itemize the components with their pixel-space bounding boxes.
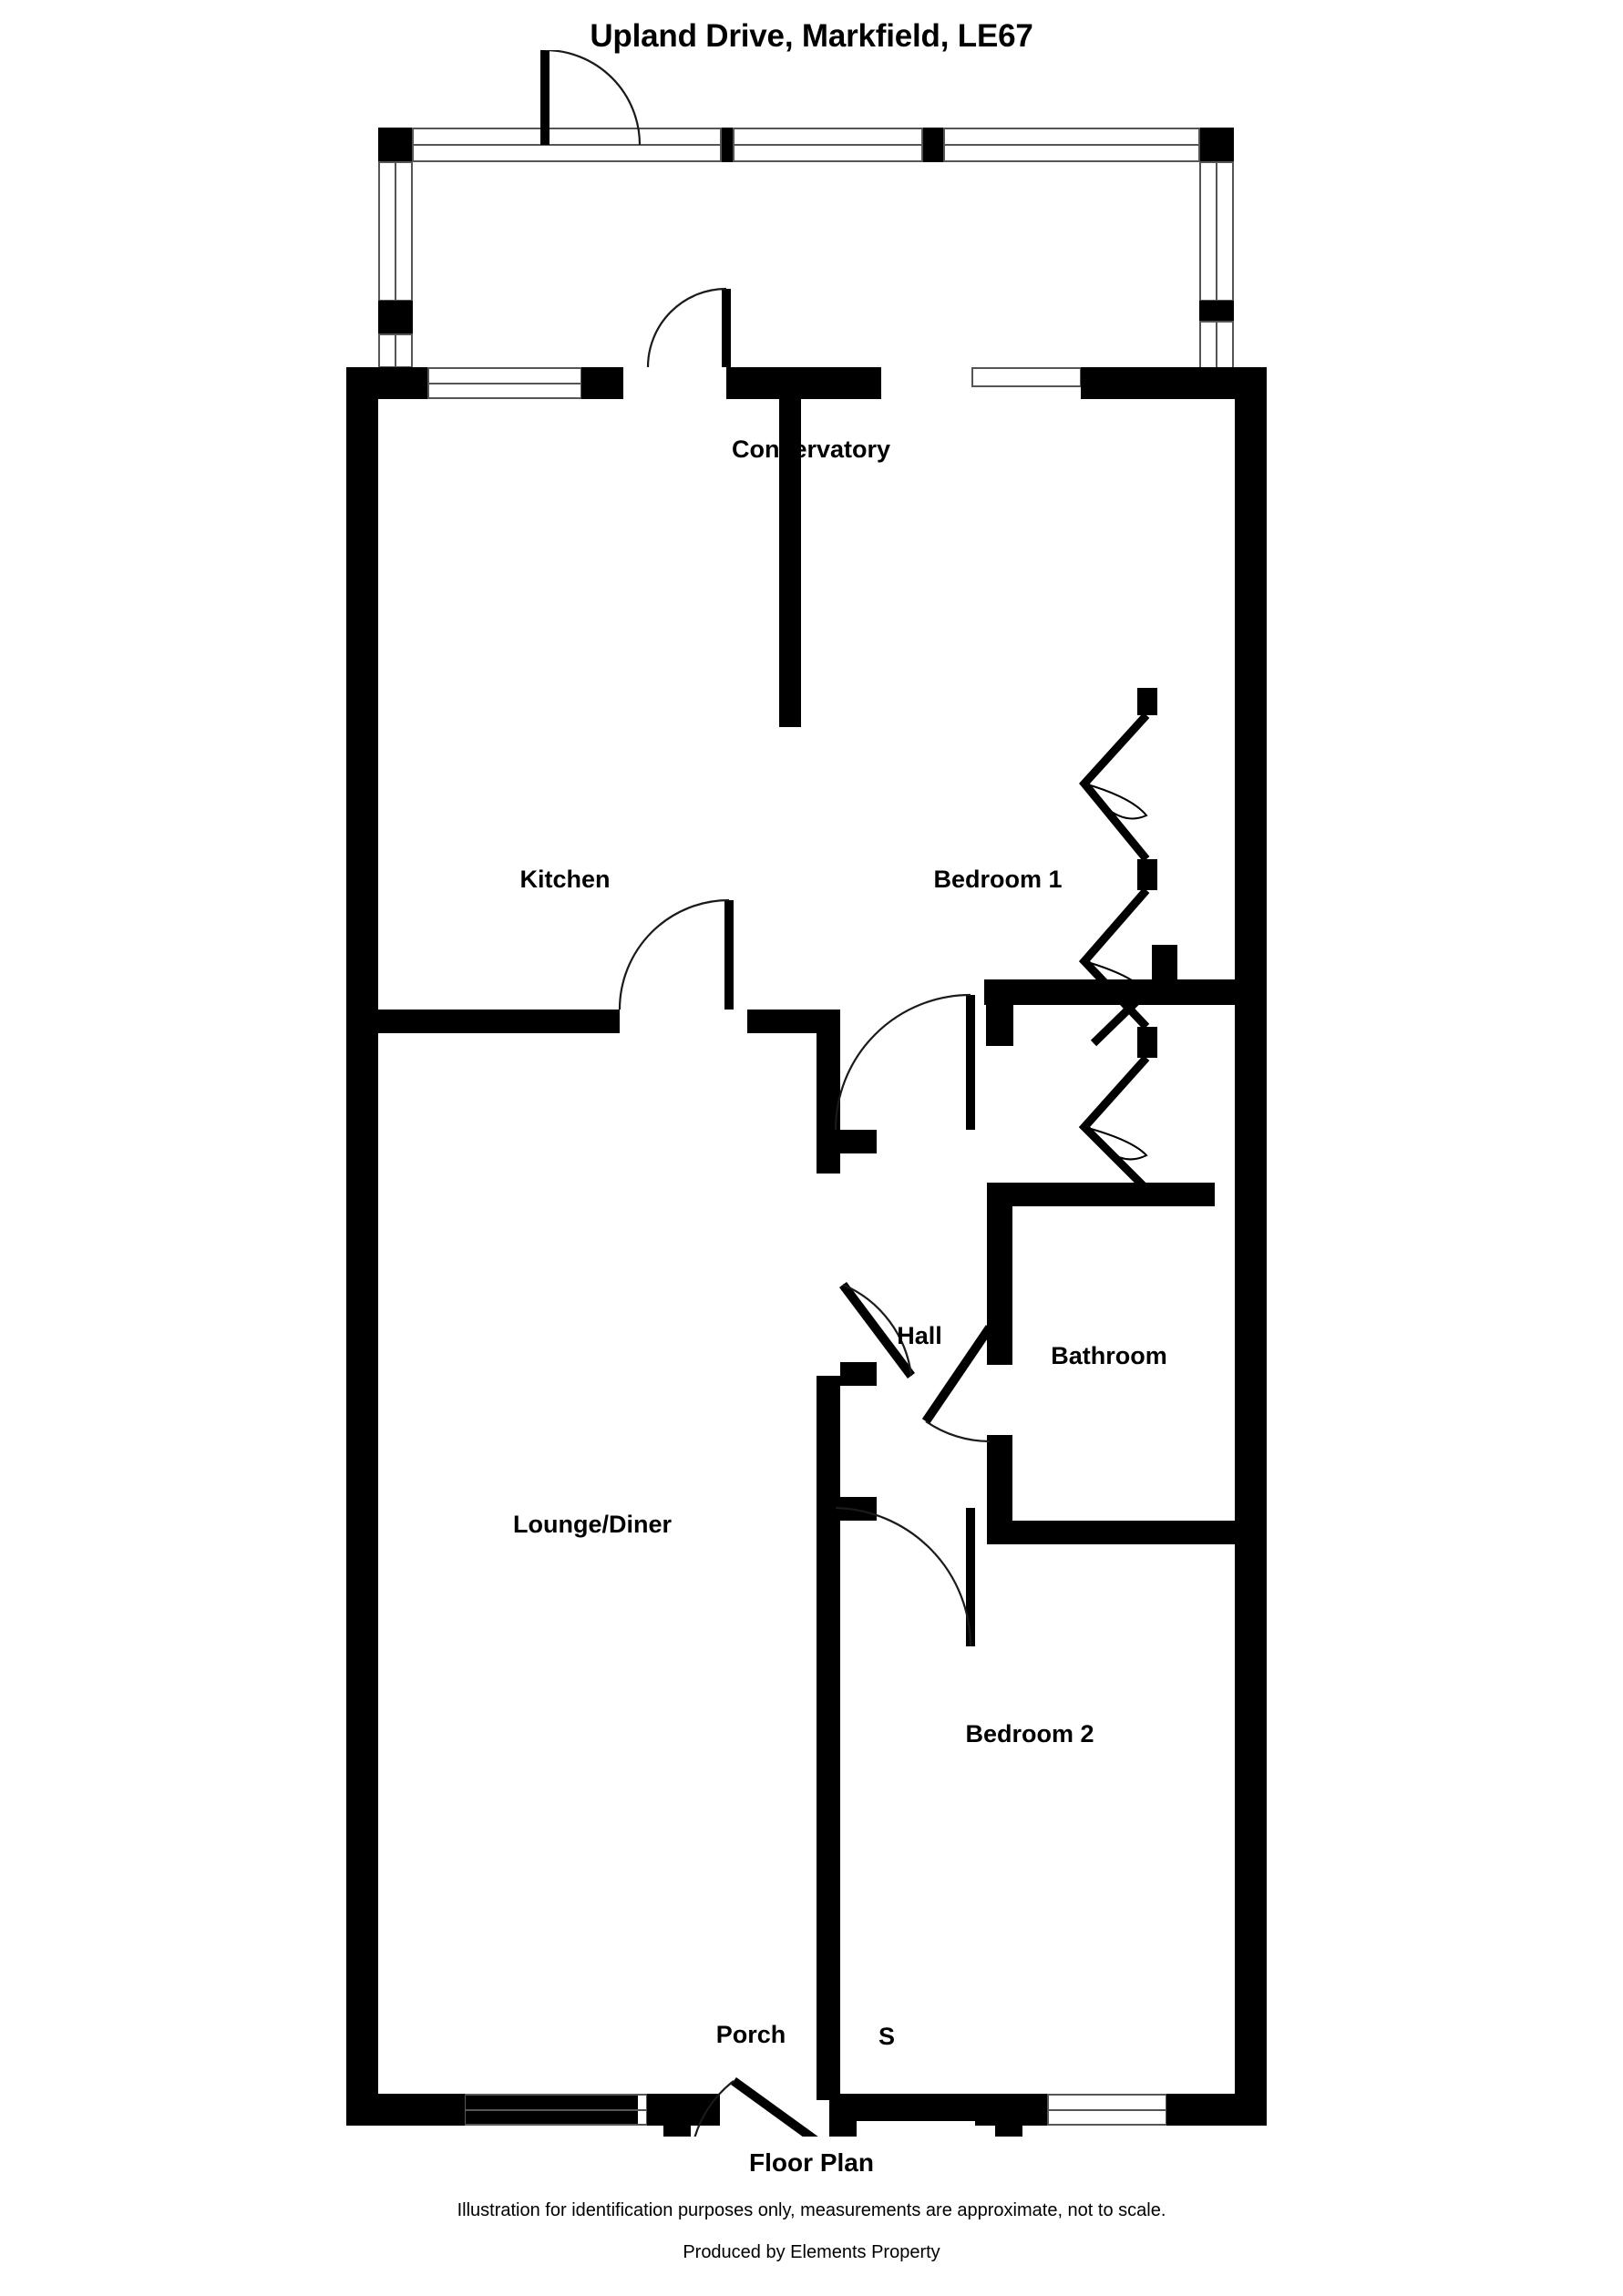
kitchen-window-north	[427, 367, 582, 399]
room-label-store: S	[878, 2023, 895, 2050]
floor-plan-drawing: Conservatory Kitchen Bedroom 1 Lounge/Di…	[0, 50, 1623, 2137]
wall-bedroom1-east-jamb	[1152, 945, 1177, 979]
room-label-hall: Hall	[897, 1322, 942, 1349]
hall-bathroom-door[interactable]	[921, 1325, 994, 1443]
room-label-conservatory: Conservatory	[732, 436, 890, 463]
wardrobe-hinge-2	[1137, 859, 1157, 890]
conservatory-pier-left-mid-2	[378, 314, 413, 334]
wall-kitchen-bedroom1	[779, 367, 801, 682]
producer-credit-text: Produced by Elements Property	[683, 2242, 940, 2262]
kitchen-conservatory-door[interactable]	[646, 287, 731, 368]
wall-stub-hall-mid	[840, 1362, 877, 1386]
conservatory-window-top-left	[412, 128, 722, 162]
bedroom1-window-north	[971, 367, 1082, 387]
wall-lounge-hall-upper	[817, 1010, 840, 1110]
conservatory-pier-top-mid	[922, 128, 944, 162]
room-labels: Conservatory Kitchen Bedroom 1 Lounge/Di…	[513, 436, 1167, 2050]
room-label-porch: Porch	[716, 2021, 786, 2048]
conservatory-window-top-right	[943, 128, 1200, 162]
house-wall-east	[1235, 367, 1267, 2126]
wall-lounge-hall-lower	[817, 1376, 840, 1531]
conservatory-pier-top-door-jamb	[721, 128, 734, 162]
wardrobe-hinge-1	[1137, 688, 1157, 715]
conservatory-window-right	[1199, 161, 1234, 370]
bedroom2-window-south	[1047, 2094, 1167, 2126]
conservatory-pier-top-left	[378, 128, 413, 162]
hall-bedroom1-door[interactable]	[834, 993, 975, 1131]
conservatory-pier-right-mid	[1199, 301, 1234, 322]
room-label-lounge-diner: Lounge/Diner	[513, 1511, 672, 1538]
room-label-kitchen: Kitchen	[519, 866, 610, 893]
wardrobe-hinge-3	[1137, 1027, 1157, 1058]
hall-lounge-door-upper[interactable]	[839, 1282, 915, 1379]
wall-bathroom-north	[987, 1183, 1215, 1206]
conservatory-entrance-door[interactable]	[540, 50, 642, 146]
wall-stub-hall-north	[840, 1130, 877, 1153]
wall-bathroom-west	[987, 1183, 1012, 1365]
room-label-bedroom1: Bedroom 1	[933, 866, 1062, 893]
kitchen-lounge-door[interactable]	[618, 898, 734, 1010]
conservatory-window-top-mid	[733, 128, 923, 162]
floor-plan-caption: Floor Plan	[749, 2148, 874, 2177]
room-label-bedroom2: Bedroom 2	[965, 1720, 1094, 1748]
wall-kitchen-lounge	[346, 1010, 620, 1033]
house-wall-top-seg-a	[581, 367, 623, 399]
floor-plan-svg: Conservatory Kitchen Bedroom 1 Lounge/Di…	[346, 50, 1267, 2137]
wall-store-north	[829, 2094, 1022, 2121]
conservatory-pier-top-right	[1199, 128, 1234, 162]
wall-lounge-bedroom2	[817, 1531, 840, 2100]
porch-store-structure	[663, 2076, 1022, 2137]
house-wall-top-seg-c	[1081, 367, 1148, 399]
bedroom1-wardrobe-bifold-doors[interactable]	[1078, 688, 1163, 1193]
wall-bedroom1-south-stub	[986, 1005, 1013, 1046]
main-house-walls	[346, 287, 1267, 2126]
wall-kitchen-bedroom1-lower	[779, 682, 801, 727]
house-wall-west	[346, 367, 378, 2126]
page-title: Upland Drive, Markfield, LE67	[590, 18, 1033, 54]
wall-bathroom-south	[987, 1521, 1235, 1544]
house-wall-top-seg-d	[1148, 367, 1199, 399]
internal-walls	[346, 367, 1235, 2100]
porch-entrance-door[interactable]	[690, 2076, 823, 2137]
conservatory-structure	[378, 50, 1234, 370]
conservatory-window-left-lower	[378, 333, 413, 368]
house-wall-south-seg-a	[346, 2094, 465, 2126]
disclaimer-text: Illustration for identification purposes…	[457, 2200, 1166, 2220]
room-label-bathroom: Bathroom	[1051, 1342, 1167, 1369]
house-wall-south-right	[1166, 2094, 1267, 2126]
wall-porch-west	[663, 2094, 691, 2137]
wall-hall-porch-notch	[817, 2064, 840, 2096]
hall-bedroom2-door[interactable]	[835, 1506, 975, 1647]
house-wall-top-seg-b	[726, 367, 881, 399]
hall-doors[interactable]	[834, 993, 994, 1647]
